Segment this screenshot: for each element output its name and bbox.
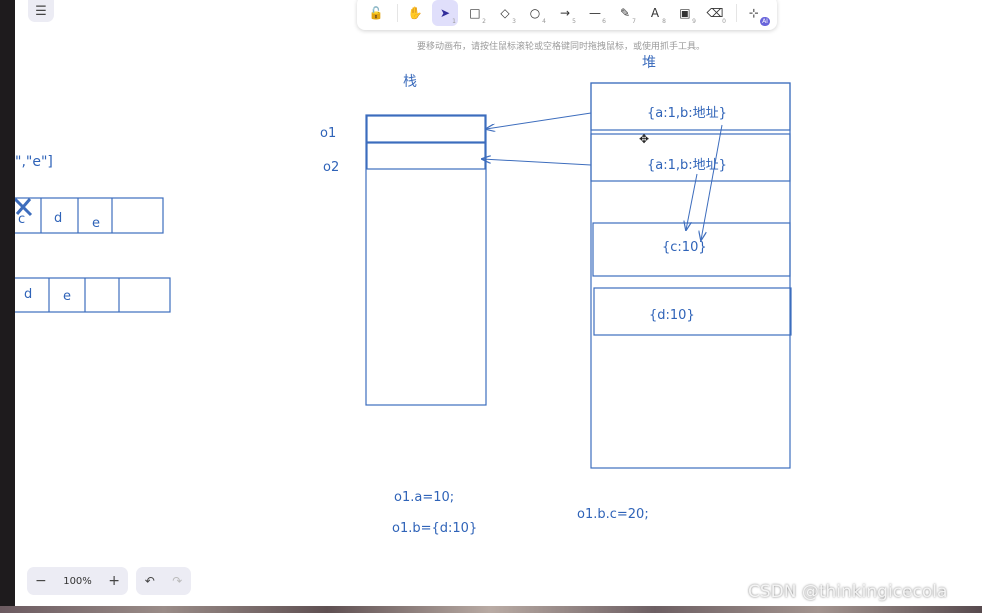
code-line-3[interactable]: o1.b.c=20; (577, 507, 649, 522)
eraser-icon: ⌫ (706, 6, 724, 20)
ellipse-tool-button[interactable]: ○4 (522, 0, 548, 26)
heap-object-4[interactable] (593, 287, 792, 336)
heap-object-1-text[interactable]: {a:1,b:地址} (647, 106, 727, 121)
watermark: CSDN @thinkingicecola (748, 582, 948, 602)
reference-arrow-b1[interactable] (701, 124, 723, 240)
hamburger-menu-icon: ☰ (35, 3, 47, 19)
toolbar-separator (397, 4, 398, 22)
line-shortcut-key: 6 (602, 18, 606, 25)
sketch-layer (15, 82, 792, 469)
select-tool-button[interactable]: ➤1 (431, 0, 458, 26)
more-icon: ⊹ (748, 6, 759, 20)
canvas-pan-hint: 要移动画布，请按住鼠标滚轮或空格键同时拖拽鼠标，或使用抓手工具。 (417, 42, 706, 52)
heap-object-4-text[interactable]: {d:10} (649, 308, 695, 323)
rectangle-tool-button[interactable]: □2 (462, 0, 488, 26)
arrow-icon: → (559, 6, 570, 20)
pointer-arrow-o2[interactable] (482, 159, 592, 166)
redo-button[interactable]: ↷ (172, 574, 183, 588)
image-tool-button[interactable]: ▣9 (672, 0, 698, 26)
cross-mark (15, 197, 33, 217)
toolbar-separator (735, 4, 737, 22)
text-shortcut-key: 8 (662, 18, 666, 25)
select-shortcut-key: 1 (452, 18, 456, 25)
zoom-level[interactable]: 100% (63, 575, 92, 587)
diamond-icon: ◇ (500, 6, 510, 20)
heap-label[interactable]: 堆 (642, 55, 656, 71)
bottom-photo-strip (0, 606, 982, 613)
o2-label[interactable]: o2 (323, 160, 340, 175)
eraser-shortcut-key: 0 (722, 18, 726, 25)
code-line-1[interactable]: o1.a=10; (394, 490, 455, 505)
image-shortcut-key: 9 (692, 18, 696, 25)
zoom-in-button[interactable]: + (108, 573, 120, 589)
heap-object-2[interactable] (590, 133, 791, 182)
arrow-shortcut-key: 5 (572, 18, 576, 25)
history-controls: ↶ ↷ (136, 567, 191, 595)
lock-icon: 🔓 (368, 6, 384, 20)
array-fragment-text[interactable]: ","e"] (15, 154, 53, 170)
pencil-tool-button[interactable]: ✎7 (612, 0, 638, 26)
ellipse-shortcut-key: 4 (542, 18, 546, 25)
o1-label[interactable]: o1 (320, 126, 337, 141)
rectangle-shortcut-key: 2 (482, 18, 486, 25)
array-row-1-cell[interactable]: c (18, 212, 26, 227)
pencil-icon: ✎ (619, 6, 630, 20)
main-menu-button[interactable]: ☰ (28, 0, 54, 22)
diamond-tool-button[interactable]: ◇3 (492, 0, 518, 26)
ellipse-icon: ○ (529, 6, 541, 20)
diamond-shortcut-key: 3 (512, 18, 516, 25)
left-edge-panel (0, 0, 15, 606)
array-row-1-cell[interactable]: e (92, 216, 100, 231)
move-cursor-icon: ✥ (639, 132, 650, 146)
array-row-2-cell[interactable]: d (24, 287, 33, 302)
stack-slot-o2[interactable] (366, 142, 486, 170)
stack-label[interactable]: 栈 (403, 74, 417, 90)
hand-tool-button[interactable]: ✋ (402, 0, 428, 26)
reference-arrow-b2[interactable] (686, 173, 698, 230)
heap-object-1[interactable] (590, 82, 791, 131)
code-line-2[interactable]: o1.b={d:10} (392, 521, 478, 536)
eraser-tool-button[interactable]: ⌫0 (702, 0, 728, 26)
stack-column[interactable] (365, 114, 487, 406)
text-icon: A (650, 6, 660, 20)
stack-slot-o1[interactable] (366, 115, 486, 143)
lock-tool-button[interactable]: 🔓 (363, 0, 389, 26)
zoom-out-button[interactable]: − (35, 573, 47, 589)
array-row-2-cell[interactable]: e (63, 289, 71, 304)
zoom-controls: − 100% + (27, 567, 128, 595)
line-tool-button[interactable]: —6 (582, 0, 608, 26)
more-shortcut-key: AI (760, 17, 770, 26)
array-row-2[interactable] (15, 277, 171, 313)
heap-object-2-text[interactable]: {a:1,b:地址} (647, 158, 727, 173)
heap-object-3-text[interactable]: {c:10} (662, 240, 707, 255)
rectangle-icon: □ (469, 6, 481, 20)
image-icon: ▣ (679, 6, 691, 20)
array-row-1[interactable] (15, 197, 164, 234)
pencil-shortcut-key: 7 (632, 18, 636, 25)
select-icon: ➤ (439, 6, 450, 20)
line-icon: — (588, 6, 601, 20)
pointer-arrow-o1[interactable] (486, 112, 592, 129)
hand-icon: ✋ (407, 6, 423, 20)
arrow-tool-button[interactable]: →5 (552, 0, 578, 26)
undo-button[interactable]: ↶ (144, 574, 155, 588)
array-row-1-cell[interactable]: d (54, 211, 63, 226)
more-tool-button[interactable]: ⊹AI (741, 0, 770, 26)
